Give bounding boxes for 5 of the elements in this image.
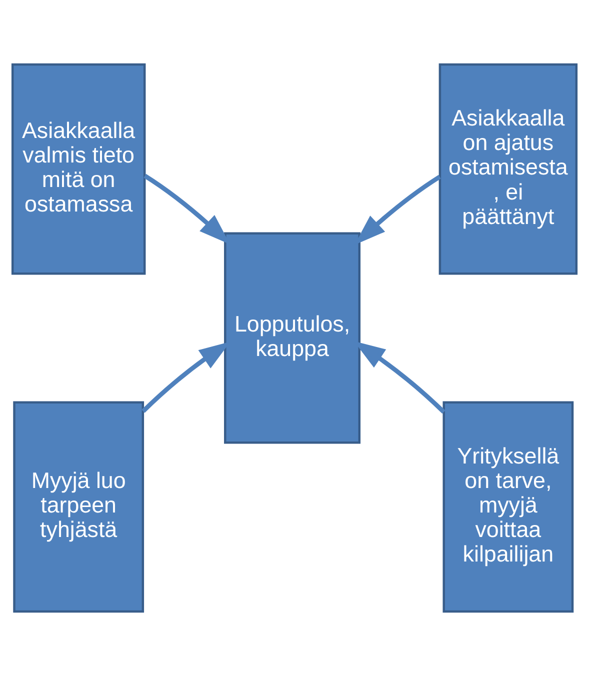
node-box: Myyjä luo tarpeen tyhjästä	[13, 401, 144, 613]
node-box: Yrityksellä on tarve, myyjä voittaa kilpailijan	[442, 401, 574, 613]
node-box: Asiakkaalla on ajatus ostamisesta , ei päättänyt	[438, 63, 578, 275]
node-box: Asiakkaalla valmis tieto mitä on ostamassa	[11, 63, 146, 275]
node-box: Lopputulos, kauppa	[224, 232, 360, 444]
